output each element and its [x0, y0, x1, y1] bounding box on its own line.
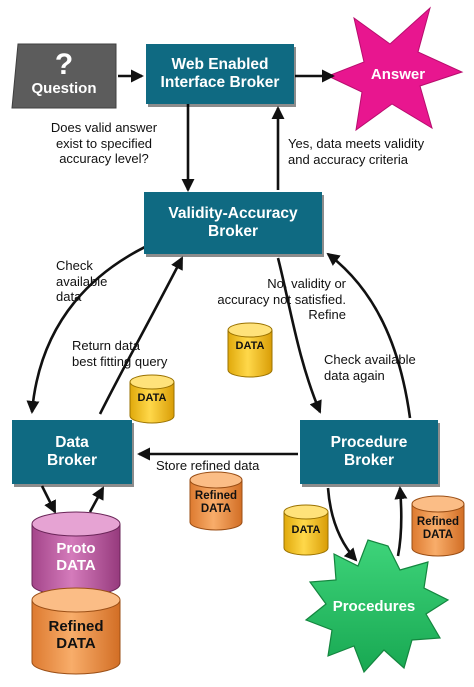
procedure-broker: Procedure Broker [300, 420, 438, 484]
cylinder-data-right [283, 504, 329, 556]
cylinder-label: DATA [56, 557, 96, 575]
label-line: data [56, 289, 82, 305]
cylinder-label: Proto [56, 540, 96, 557]
question-mark: ? [54, 48, 74, 81]
label-line: and accuracy criteria [288, 151, 408, 167]
label-line: Refine [308, 307, 346, 323]
cylinder-refined-right [411, 495, 465, 557]
label-does-valid-answer: Does valid answer exist to specified acc… [36, 120, 172, 167]
procedures-node: Procedures [318, 598, 430, 615]
cylinder-refined-center-label: Refined DATA [190, 490, 242, 516]
cylinder-label: Refined [194, 490, 238, 502]
label-line: data again [324, 367, 385, 383]
label-check-available-data: Check available data [56, 258, 136, 305]
label-line: Check available [324, 352, 416, 367]
cylinder-data-left-label: DATA [130, 392, 174, 405]
label-line: Yes, data meets validity [288, 136, 425, 151]
cylinder-label: Refined [48, 618, 104, 635]
label-check-again: Check available data again [324, 352, 454, 383]
cylinder-label: DATA [235, 340, 265, 352]
arrow-procedure-broker-to-validity [326, 252, 412, 419]
procedure-broker-line1: Procedure [330, 433, 408, 451]
arrow-validity-to-data-broker [26, 238, 161, 414]
arrow-proto-to-data-broker [88, 486, 105, 513]
cylinder-refined-bottom-label: Refined DATA [32, 618, 120, 653]
cylinder-data-mid-label: DATA [228, 340, 272, 353]
answer-node: Answer [350, 66, 446, 83]
label-store-refined-data: Store refined data [156, 458, 296, 474]
procedures-burst [304, 539, 450, 674]
arrow-procedures-to-procedure-broker [394, 486, 408, 557]
validity-broker-line2: Broker [208, 223, 258, 240]
validity-broker-line1: Validity-Accuracy [168, 204, 298, 222]
label-line: accuracy not satisfied. [217, 291, 346, 307]
cylinder-refined-bottom [31, 587, 121, 675]
cylinder-label: DATA [56, 635, 96, 653]
label-line: Does valid answer [50, 120, 158, 135]
cylinder-data-right-label: DATA [284, 524, 328, 537]
label-line: Return data [72, 338, 140, 353]
arrow-validity-to-procedure-broker [276, 257, 322, 414]
cylinder-label: DATA [137, 392, 167, 404]
web-broker-line1: Web Enabled [171, 55, 269, 73]
label-line: best fitting query [72, 353, 168, 369]
cylinder-label: Refined [416, 516, 460, 528]
cylinder-label: DATA [200, 503, 232, 516]
answer-label: Answer [370, 66, 426, 83]
label-yes-data-meets: Yes, data meets validity and accuracy cr… [288, 136, 468, 167]
cylinder-label: DATA [422, 529, 454, 542]
data-broker: Data Broker [12, 420, 132, 484]
cylinder-data-mid [227, 322, 273, 378]
web-broker-line2: Interface Broker [160, 74, 280, 91]
arrow-procedure-broker-to-procedures [326, 487, 358, 562]
data-broker-line1: Data [55, 433, 89, 451]
connector-arrows [26, 69, 412, 562]
label-no-validity: No, validity or accuracy not satisfied. … [196, 276, 346, 323]
cylinder-refined-right-label: Refined DATA [412, 516, 464, 542]
cylinder-proto-label: Proto DATA [32, 540, 120, 575]
validity-accuracy-broker: Validity-Accuracy Broker [144, 192, 322, 254]
cylinder-proto [31, 511, 121, 597]
question-label: Question [31, 80, 97, 97]
web-enabled-interface-broker: Web Enabled Interface Broker [146, 44, 294, 104]
label-return-data: Return data best fitting query [72, 338, 212, 369]
question-shape [11, 43, 117, 109]
arrow-data-broker-to-validity [98, 256, 184, 415]
label-line: No, validity or [267, 276, 346, 291]
label-line: available [56, 273, 108, 289]
label-line: Check [56, 258, 93, 273]
procedures-label: Procedures [332, 598, 416, 615]
data-broker-line2: Broker [47, 452, 97, 469]
cylinder-refined-center [189, 471, 243, 531]
label-line: Store refined data [156, 458, 260, 473]
arrow-data-broker-to-proto [40, 485, 57, 514]
cylinder-data-left [129, 374, 175, 424]
cylinder-label: DATA [291, 524, 321, 536]
procedure-broker-line2: Broker [344, 452, 394, 469]
label-line: exist to specified [55, 135, 153, 151]
label-line: accuracy level? [59, 151, 149, 167]
question-node: ? Question [14, 50, 114, 98]
